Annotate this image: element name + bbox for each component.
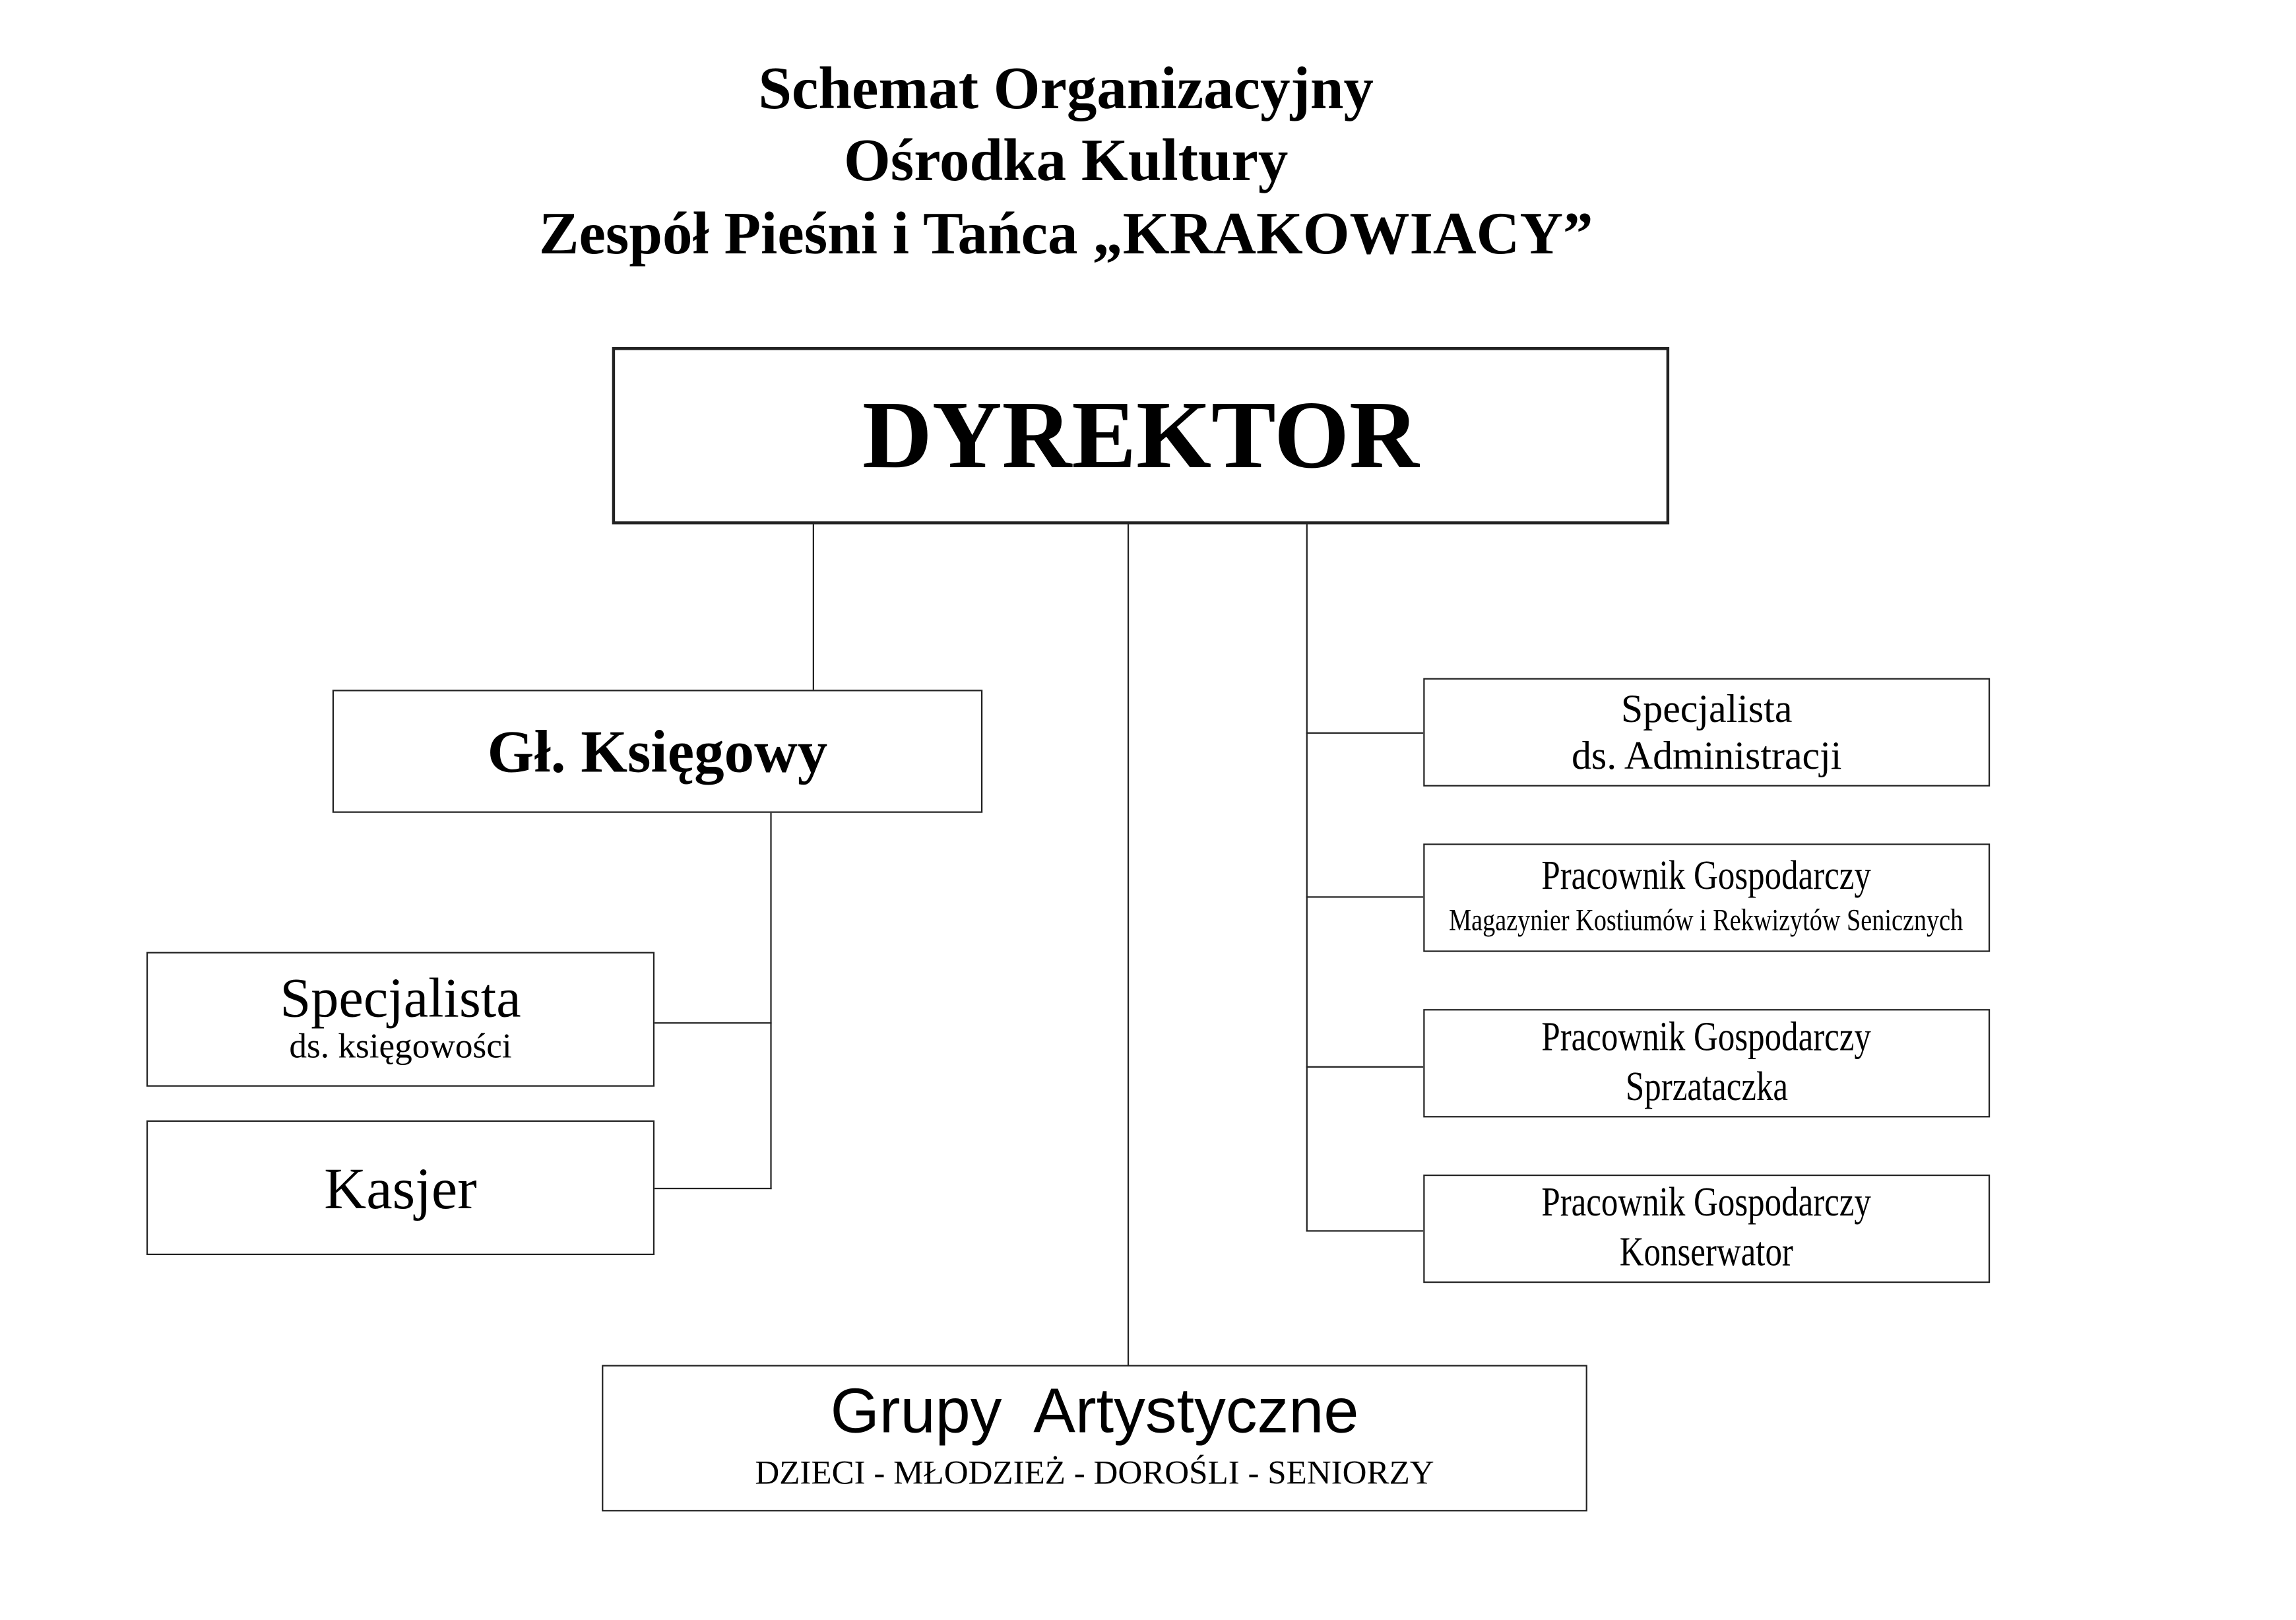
node-subtitle: DZIECI - MŁODZIEŻ - DOROŚLI - SENIORZY	[755, 1454, 1434, 1492]
node-title: Pracownik Gospodarczy	[1541, 1181, 1872, 1227]
node-chief-accountant: Gł. Księgowy	[332, 690, 983, 813]
connector	[1306, 1066, 1424, 1068]
node-title: Specjalista	[1620, 686, 1793, 730]
title-line-2: Ośrodka Kultury	[844, 125, 1289, 193]
node-label: Kasjer	[324, 1154, 477, 1221]
node-label: DYREKTOR	[862, 381, 1419, 489]
connector	[1306, 732, 1424, 734]
node-accounting-specialist: Specjalista ds. księgowości	[146, 952, 655, 1087]
node-subtitle: ds. Administracji	[1571, 733, 1842, 778]
connector	[654, 1187, 772, 1190]
title-line-3: Zespół Pieśni i Tańca „KRAKOWIACY”	[538, 199, 1593, 267]
connector	[812, 523, 815, 690]
node-worker-conservator: Pracownik Gospodarczy Konserwator	[1423, 1174, 1991, 1283]
node-label: Gł. Księgowy	[487, 717, 828, 785]
node-worker-storekeeper: Pracownik Gospodarczy Magazynier Kostium…	[1423, 843, 1991, 952]
node-subtitle: Magazynier Kostiumów i Rekwizytów Senicz…	[1450, 901, 1964, 937]
node-subtitle: Sprzataczka	[1625, 1064, 1788, 1111]
connector	[1306, 1230, 1424, 1233]
node-title: Specjalista	[280, 967, 521, 1029]
connector	[770, 811, 773, 1190]
node-director: DYREKTOR	[612, 346, 1670, 525]
node-title: Pracownik Gospodarczy	[1541, 853, 1872, 899]
title-line-1: Schemat Organizacyjny	[758, 54, 1374, 122]
connector	[1127, 523, 1130, 1365]
connector	[654, 1022, 772, 1025]
node-subtitle: Konserwator	[1620, 1230, 1794, 1276]
node-art-groups: Grupy Artystyczne DZIECI - MŁODZIEŻ - DO…	[602, 1365, 1587, 1512]
node-worker-cleaner: Pracownik Gospodarczy Sprzataczka	[1423, 1009, 1991, 1118]
node-title: Pracownik Gospodarczy	[1541, 1015, 1872, 1061]
connector	[1306, 896, 1424, 899]
connector	[1306, 523, 1308, 1232]
node-title: Grupy Artystyczne	[830, 1377, 1359, 1447]
node-cashier: Kasjer	[146, 1120, 655, 1256]
node-admin-specialist: Specjalista ds. Administracji	[1423, 678, 1991, 787]
node-subtitle: ds. księgowości	[289, 1027, 512, 1066]
